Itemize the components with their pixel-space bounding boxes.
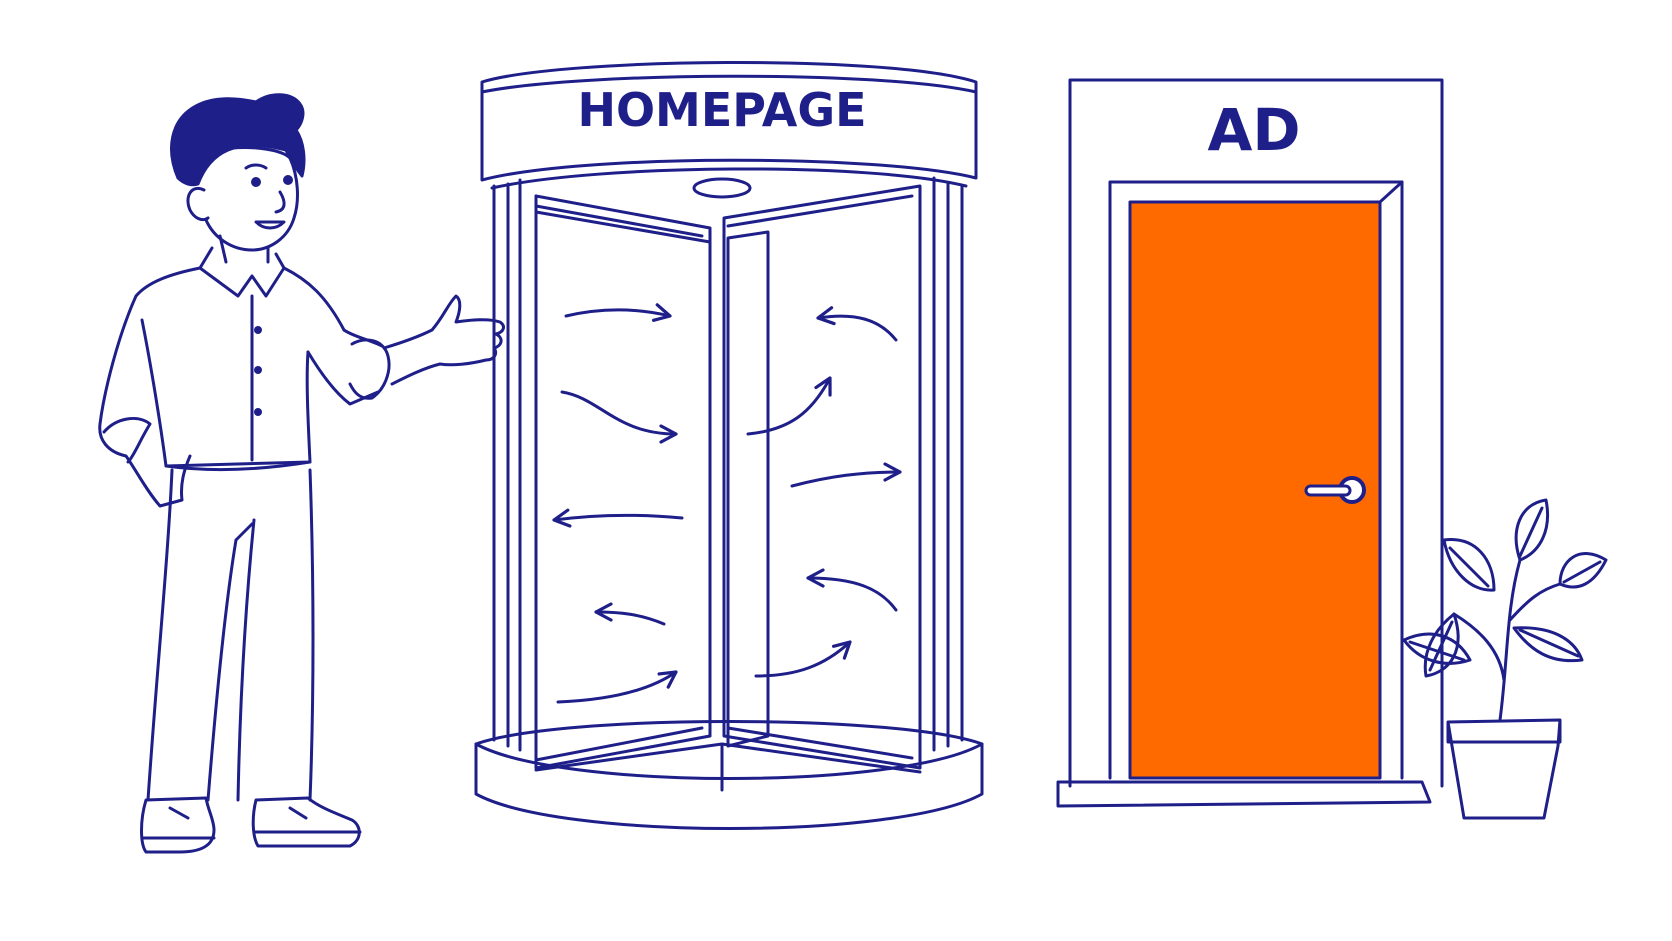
- person-illustration: [98, 93, 505, 854]
- flow-arrow: [564, 303, 672, 322]
- shirt-button: [254, 366, 262, 374]
- revolving-door: [474, 60, 984, 830]
- leaf: [1512, 626, 1584, 663]
- wing-center: [726, 230, 770, 748]
- door-handle-lever: [1304, 484, 1352, 497]
- flow-arrow: [754, 640, 852, 678]
- right-shoe: [251, 796, 362, 848]
- ad-door: [1056, 78, 1444, 808]
- right-outer-wall: [932, 176, 964, 752]
- eye-left: [251, 177, 261, 187]
- inner-door-frame: [1108, 180, 1404, 780]
- nose: [274, 190, 286, 214]
- flow-arrow: [552, 508, 684, 528]
- face: [196, 146, 299, 252]
- eye-right: [283, 175, 293, 185]
- left-outer-wall: [492, 178, 522, 752]
- right-hand: [382, 294, 505, 386]
- plant-stem: [1452, 558, 1562, 722]
- threshold: [1056, 780, 1432, 808]
- leaf: [1442, 538, 1496, 592]
- base-rim: [474, 720, 984, 746]
- left-shoe: [140, 796, 216, 854]
- floor-lines: [534, 742, 922, 792]
- torso: [98, 266, 346, 468]
- potted-plant: [1402, 498, 1608, 820]
- leg-inner: [206, 518, 256, 802]
- wing-right: [722, 184, 922, 770]
- right-leg: [308, 468, 315, 802]
- leaf: [1402, 632, 1472, 665]
- smile: [254, 220, 286, 230]
- flow-arrow: [594, 602, 666, 626]
- flow-arrow: [746, 376, 832, 436]
- flow-arrow: [806, 568, 898, 612]
- flow-arrow: [816, 306, 898, 342]
- wing-left-frame: [534, 204, 704, 762]
- plant-pot: [1446, 718, 1562, 820]
- flow-arrow: [790, 462, 902, 488]
- collar: [198, 246, 286, 298]
- ear: [186, 187, 210, 222]
- left-cuff: [102, 416, 152, 464]
- wing-left-back: [534, 194, 712, 244]
- left-arm: [98, 422, 192, 508]
- leaf: [1558, 552, 1608, 589]
- neck: [218, 234, 270, 264]
- door-frame-right: [1378, 180, 1404, 204]
- leaf: [1514, 498, 1549, 562]
- brow: [244, 163, 268, 170]
- leg-crease: [234, 522, 254, 542]
- homepage-sign-label: HOMEPAGE: [577, 83, 866, 137]
- canopy: [480, 60, 978, 182]
- base: [474, 742, 984, 830]
- canopy-inner-ring: [490, 167, 968, 190]
- shirt-button: [254, 408, 262, 416]
- right-cuff: [348, 338, 391, 400]
- left-leg: [146, 468, 174, 802]
- canopy-top-rim: [480, 74, 978, 94]
- wing-right-frame: [726, 194, 914, 760]
- wing-left: [534, 194, 712, 770]
- flow-arrow: [556, 670, 678, 704]
- ad-sign-label: AD: [1207, 96, 1300, 164]
- outer-door-frame: [1068, 78, 1444, 788]
- belt: [164, 460, 312, 471]
- hair: [170, 93, 306, 187]
- ceiling-pivot: [692, 177, 752, 199]
- shirt-button: [254, 326, 262, 334]
- flow-arrow: [560, 390, 678, 444]
